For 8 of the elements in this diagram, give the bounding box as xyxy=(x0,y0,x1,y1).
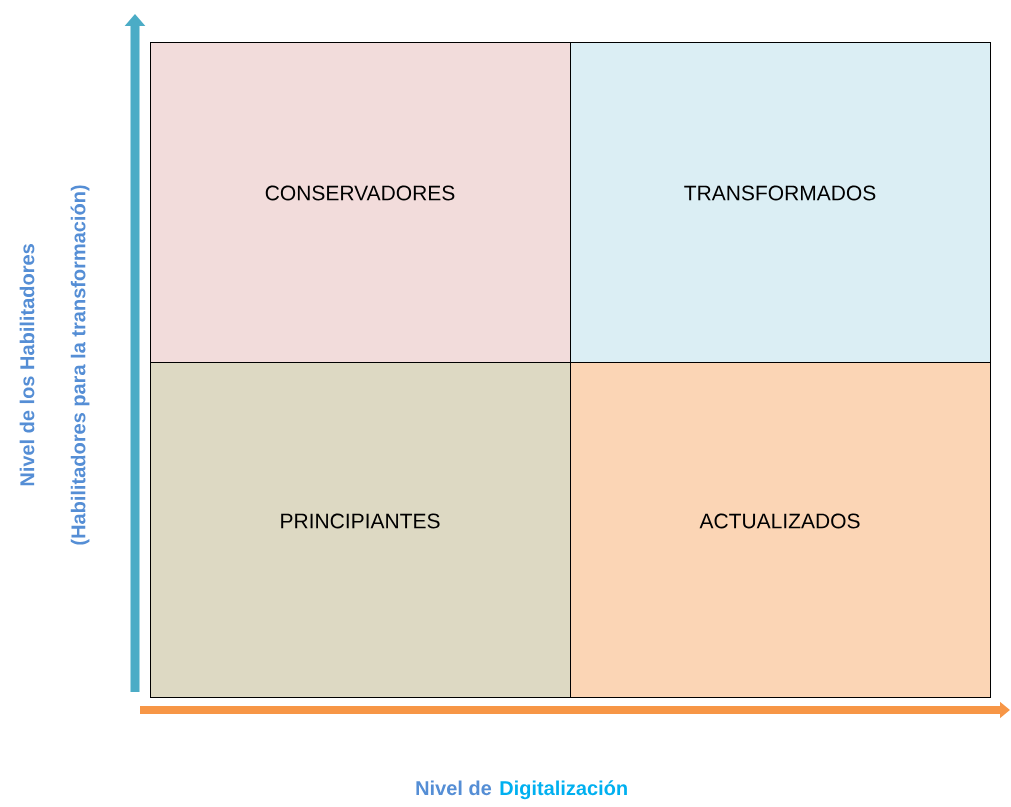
axis-label: Nivel de los Habilitadores xyxy=(19,244,35,486)
axis-label: Digitalización xyxy=(500,780,627,800)
axis-label: (Habilitadores para la transformación) xyxy=(70,185,90,545)
quadrant-box: CONSERVADORES xyxy=(150,42,571,363)
quadrant-box: ACTUALIZADOS xyxy=(570,362,991,698)
quadrant-box: PRINCIPIANTES xyxy=(150,362,571,698)
quadrant-box: TRANSFORMADOS xyxy=(570,42,991,363)
axis-label: Nivel de xyxy=(416,780,492,796)
